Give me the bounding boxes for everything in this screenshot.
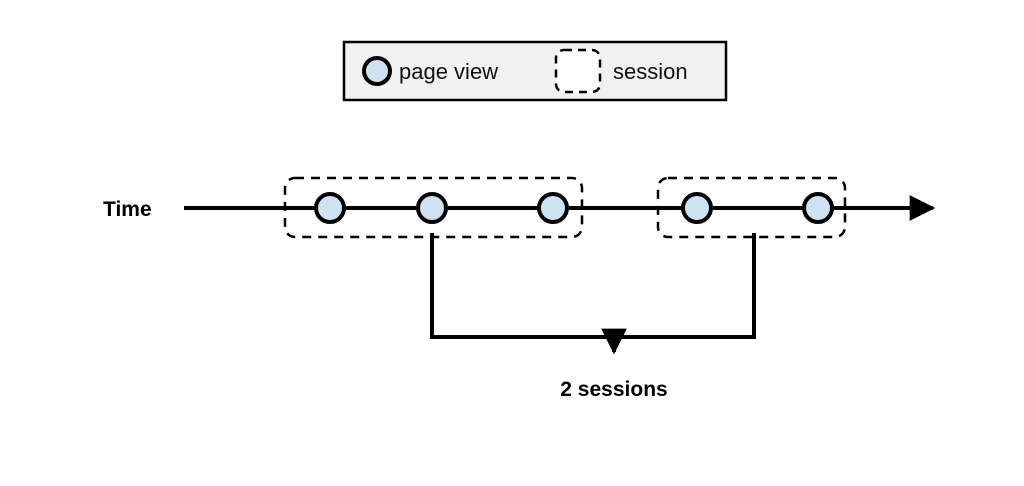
session-box-2[interactable] [656, 176, 847, 239]
page-view-node-3[interactable] [537, 192, 569, 224]
page-view-node-5[interactable] [802, 192, 834, 224]
sessions-callout: 2 sessions [430, 233, 756, 401]
page-view-node-2[interactable] [416, 192, 448, 224]
legend-label-page-view: page view [399, 59, 498, 84]
session-box-icon [554, 48, 602, 94]
page-view-node-1[interactable] [314, 192, 346, 224]
legend: page view session [342, 40, 728, 102]
legend-item-session[interactable]: session [554, 48, 688, 94]
legend-item-page-view[interactable]: page view [362, 56, 498, 86]
legend-box [342, 40, 728, 102]
page-view-circle-icon [362, 56, 392, 86]
page-view-node-4[interactable] [681, 192, 713, 224]
legend-label-session: session [613, 59, 688, 84]
time-axis-label: Time [103, 198, 152, 221]
timeline: Time [103, 176, 936, 239]
sessions-count-label: 2 sessions [560, 378, 667, 401]
